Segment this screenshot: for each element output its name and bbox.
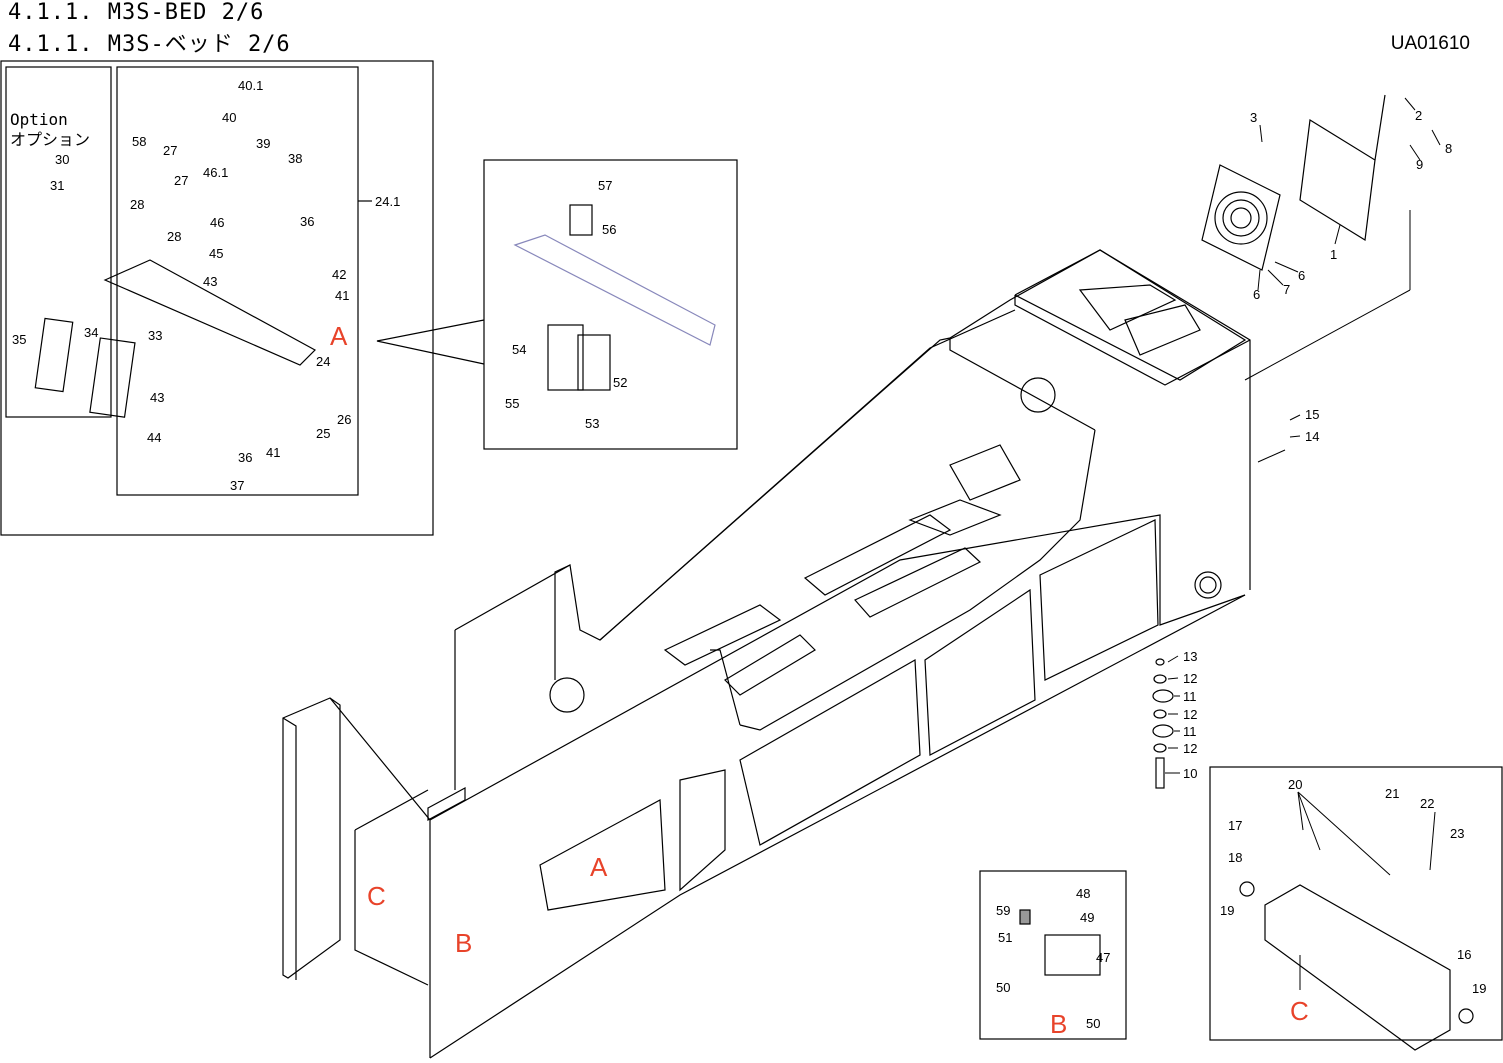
option-label-ja: オプション [10,130,90,149]
detail-zoom-frame [484,160,737,449]
part-label: 46.1 [203,165,228,180]
part-label: 33 [148,328,162,343]
part-label: 43 [203,274,217,289]
part-label: 58 [132,134,146,149]
part-label: 44 [147,430,161,445]
callout-c-detail: C [1290,996,1309,1026]
part-label: 2 [1415,108,1422,123]
part-label: 41 [266,445,280,460]
part-label: 51 [998,930,1012,945]
part-label: 27 [163,143,177,158]
part-label: 38 [288,151,302,166]
part-label: 30 [55,152,69,167]
part-label: 31 [50,178,64,193]
switch-33-34 [90,338,135,417]
part-label: 23 [1450,826,1464,841]
part-label: 49 [1080,910,1094,925]
part-label: 42 [332,267,346,282]
part-label: 12 [1183,741,1197,756]
part-59 [1020,910,1030,924]
part-label: 19 [1472,981,1486,996]
part-label: 8 [1445,141,1452,156]
part-label: 36 [300,214,314,229]
part-label: 16 [1457,947,1471,962]
fan-assembly [1202,95,1385,270]
part-label: 13 [1183,649,1197,664]
part-label: 18 [1228,850,1242,865]
part-label: 17 [1228,818,1242,833]
part-56 [570,205,592,235]
part-label: 40 [222,110,236,125]
part-label: 48 [1076,886,1090,901]
part-label: 25 [316,426,330,441]
part-label: 11 [1183,689,1197,704]
part-label: 9 [1416,157,1423,172]
part-label: 27 [174,173,188,188]
part-label: 12 [1183,671,1197,686]
part-label: 12 [1183,707,1197,722]
part-label: 52 [613,375,627,390]
part-label: 19 [1220,903,1234,918]
part-label: 50 [1086,1016,1100,1031]
part-label: 59 [996,903,1010,918]
bracket-47 [1045,935,1100,975]
part-label: 28 [130,197,144,212]
part-label: 47 [1096,950,1110,965]
switch-35 [35,318,72,391]
part-label: 11 [1183,724,1197,739]
callout-a-main: A [590,852,608,882]
part-label: 57 [598,178,612,193]
part-label: 3 [1250,110,1257,125]
part-label: 7 [1283,282,1290,297]
part-labels: 1 2 3 6 6 7 8 9 10 11 11 12 12 12 13 14 … [12,78,1486,1031]
part-label: 45 [209,246,223,261]
part-label: 24 [316,354,330,369]
part-label: 22 [1420,796,1434,811]
part-label: 14 [1305,429,1319,444]
plate-zoom [515,235,715,345]
part-label: 1 [1330,247,1337,262]
bed-frame [283,250,1250,1058]
part-label: 6 [1253,287,1260,302]
callout-a-detail: A [330,321,348,351]
part-label: 20 [1288,777,1302,792]
part-label: 41 [335,288,349,303]
part-label: 15 [1305,407,1319,422]
part-label: 34 [84,325,98,340]
part-label: 24.1 [375,194,400,209]
part-label: 35 [12,332,26,347]
part-label: 10 [1183,766,1197,781]
part-label: 53 [585,416,599,431]
part-label: 6 [1298,268,1305,283]
callout-c-main: C [367,881,386,911]
part-label: 39 [256,136,270,151]
part-label: 26 [337,412,351,427]
detail-c-frame [1210,767,1502,1040]
part-label: 50 [996,980,1010,995]
callout-b-detail: B [1050,1009,1067,1039]
part-label: 28 [167,229,181,244]
part-label: 55 [505,396,519,411]
part-label: 21 [1385,786,1399,801]
part-label: 56 [602,222,616,237]
part-label: 37 [230,478,244,493]
callout-b-main: B [455,928,472,958]
option-label-en: Option [10,110,68,129]
part-label: 43 [150,390,164,405]
part-label: 40.1 [238,78,263,93]
part-label: 54 [512,342,526,357]
part-label: 46 [210,215,224,230]
part-label: 36 [238,450,252,465]
